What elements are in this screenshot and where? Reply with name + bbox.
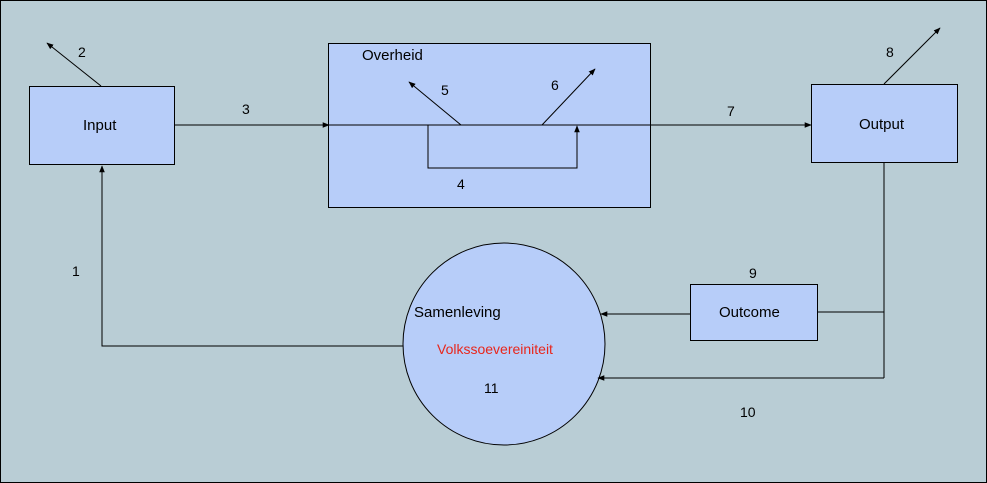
arrow-2 <box>46 42 102 87</box>
loop-4 <box>427 125 580 169</box>
outcome-label: Outcome <box>719 304 780 321</box>
number-3: 3 <box>242 101 250 117</box>
number-5: 5 <box>441 82 449 98</box>
number-2: 2 <box>78 44 86 60</box>
number-8: 8 <box>886 44 894 60</box>
number-6: 6 <box>551 77 559 93</box>
volkssoevereiniteit-label: Volkssoevereiniteit <box>437 341 553 357</box>
number-4: 4 <box>457 176 465 192</box>
arrow-6 <box>541 68 596 126</box>
number-9: 9 <box>749 265 757 281</box>
arrow-8 <box>883 27 941 85</box>
output-label: Output <box>859 116 905 133</box>
arrow-1 <box>99 165 403 347</box>
number-1: 1 <box>72 263 80 279</box>
output-box <box>811 84 958 163</box>
number-11: 11 <box>484 380 499 396</box>
number-10: 10 <box>740 404 756 420</box>
arrow-5 <box>408 81 462 126</box>
samenleving-circle <box>402 242 606 446</box>
number-7: 7 <box>727 103 735 119</box>
input-label: Input <box>83 117 117 134</box>
samenleving-label: Samenleving <box>414 304 501 321</box>
input-box <box>29 86 175 165</box>
outcome-box <box>690 284 818 341</box>
overheid-label: Overheid <box>362 47 423 64</box>
